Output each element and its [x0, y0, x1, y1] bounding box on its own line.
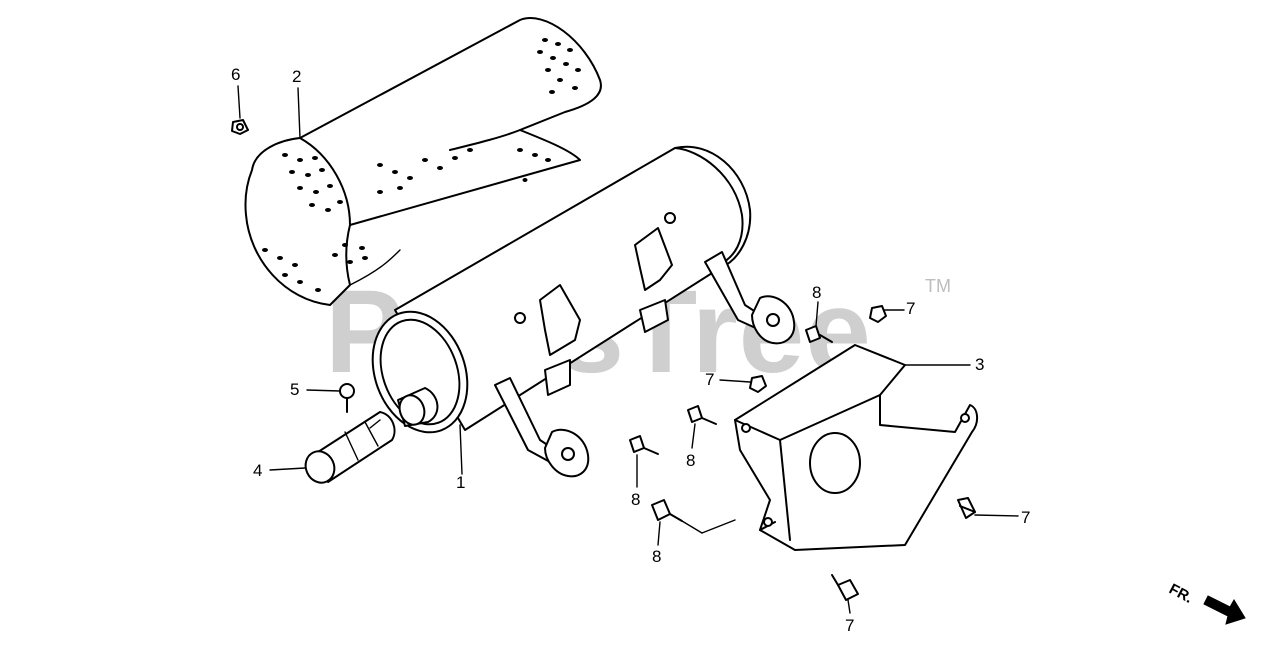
- callout-7: 7: [705, 370, 714, 389]
- front-direction-marker: FR.: [1166, 581, 1246, 625]
- callout-6: 6: [231, 65, 240, 84]
- callouts: 6 2 8 7 3 7 5 8 4 1 8 7 8 7: [231, 65, 1030, 635]
- bracket-part: [734, 344, 978, 551]
- front-label: FR.: [1166, 581, 1195, 607]
- callout-5: 5: [290, 380, 299, 399]
- callout-2: 2: [292, 67, 301, 86]
- callout-4: 4: [253, 461, 262, 480]
- heat-shield-part: [244, 17, 602, 306]
- bolt-8d: [651, 499, 683, 522]
- callout-8: 8: [652, 547, 661, 566]
- bolt-8c: [629, 435, 659, 455]
- screw-5: [339, 383, 355, 413]
- callout-7: 7: [906, 299, 915, 318]
- muffler-part: [371, 145, 796, 478]
- callout-8: 8: [686, 451, 695, 470]
- callout-1: 1: [456, 473, 465, 492]
- leader-lines: [237, 85, 1019, 614]
- callout-8: 8: [812, 283, 821, 302]
- watermark-trademark: TM: [925, 276, 951, 296]
- tail-pipe-part: [304, 411, 396, 484]
- callout-7: 7: [845, 616, 854, 635]
- front-arrow-icon: [1203, 595, 1246, 625]
- nut-7b: [749, 375, 767, 393]
- bolt-6: [231, 119, 249, 135]
- bolt-7c: [957, 497, 976, 519]
- bolt-8b: [687, 405, 717, 425]
- bolt-8a: [805, 325, 833, 343]
- bolt-7d: [831, 574, 859, 601]
- callout-7: 7: [1021, 508, 1030, 527]
- callout-3: 3: [975, 355, 984, 374]
- callout-8: 8: [631, 490, 640, 509]
- nut-7a: [869, 305, 887, 323]
